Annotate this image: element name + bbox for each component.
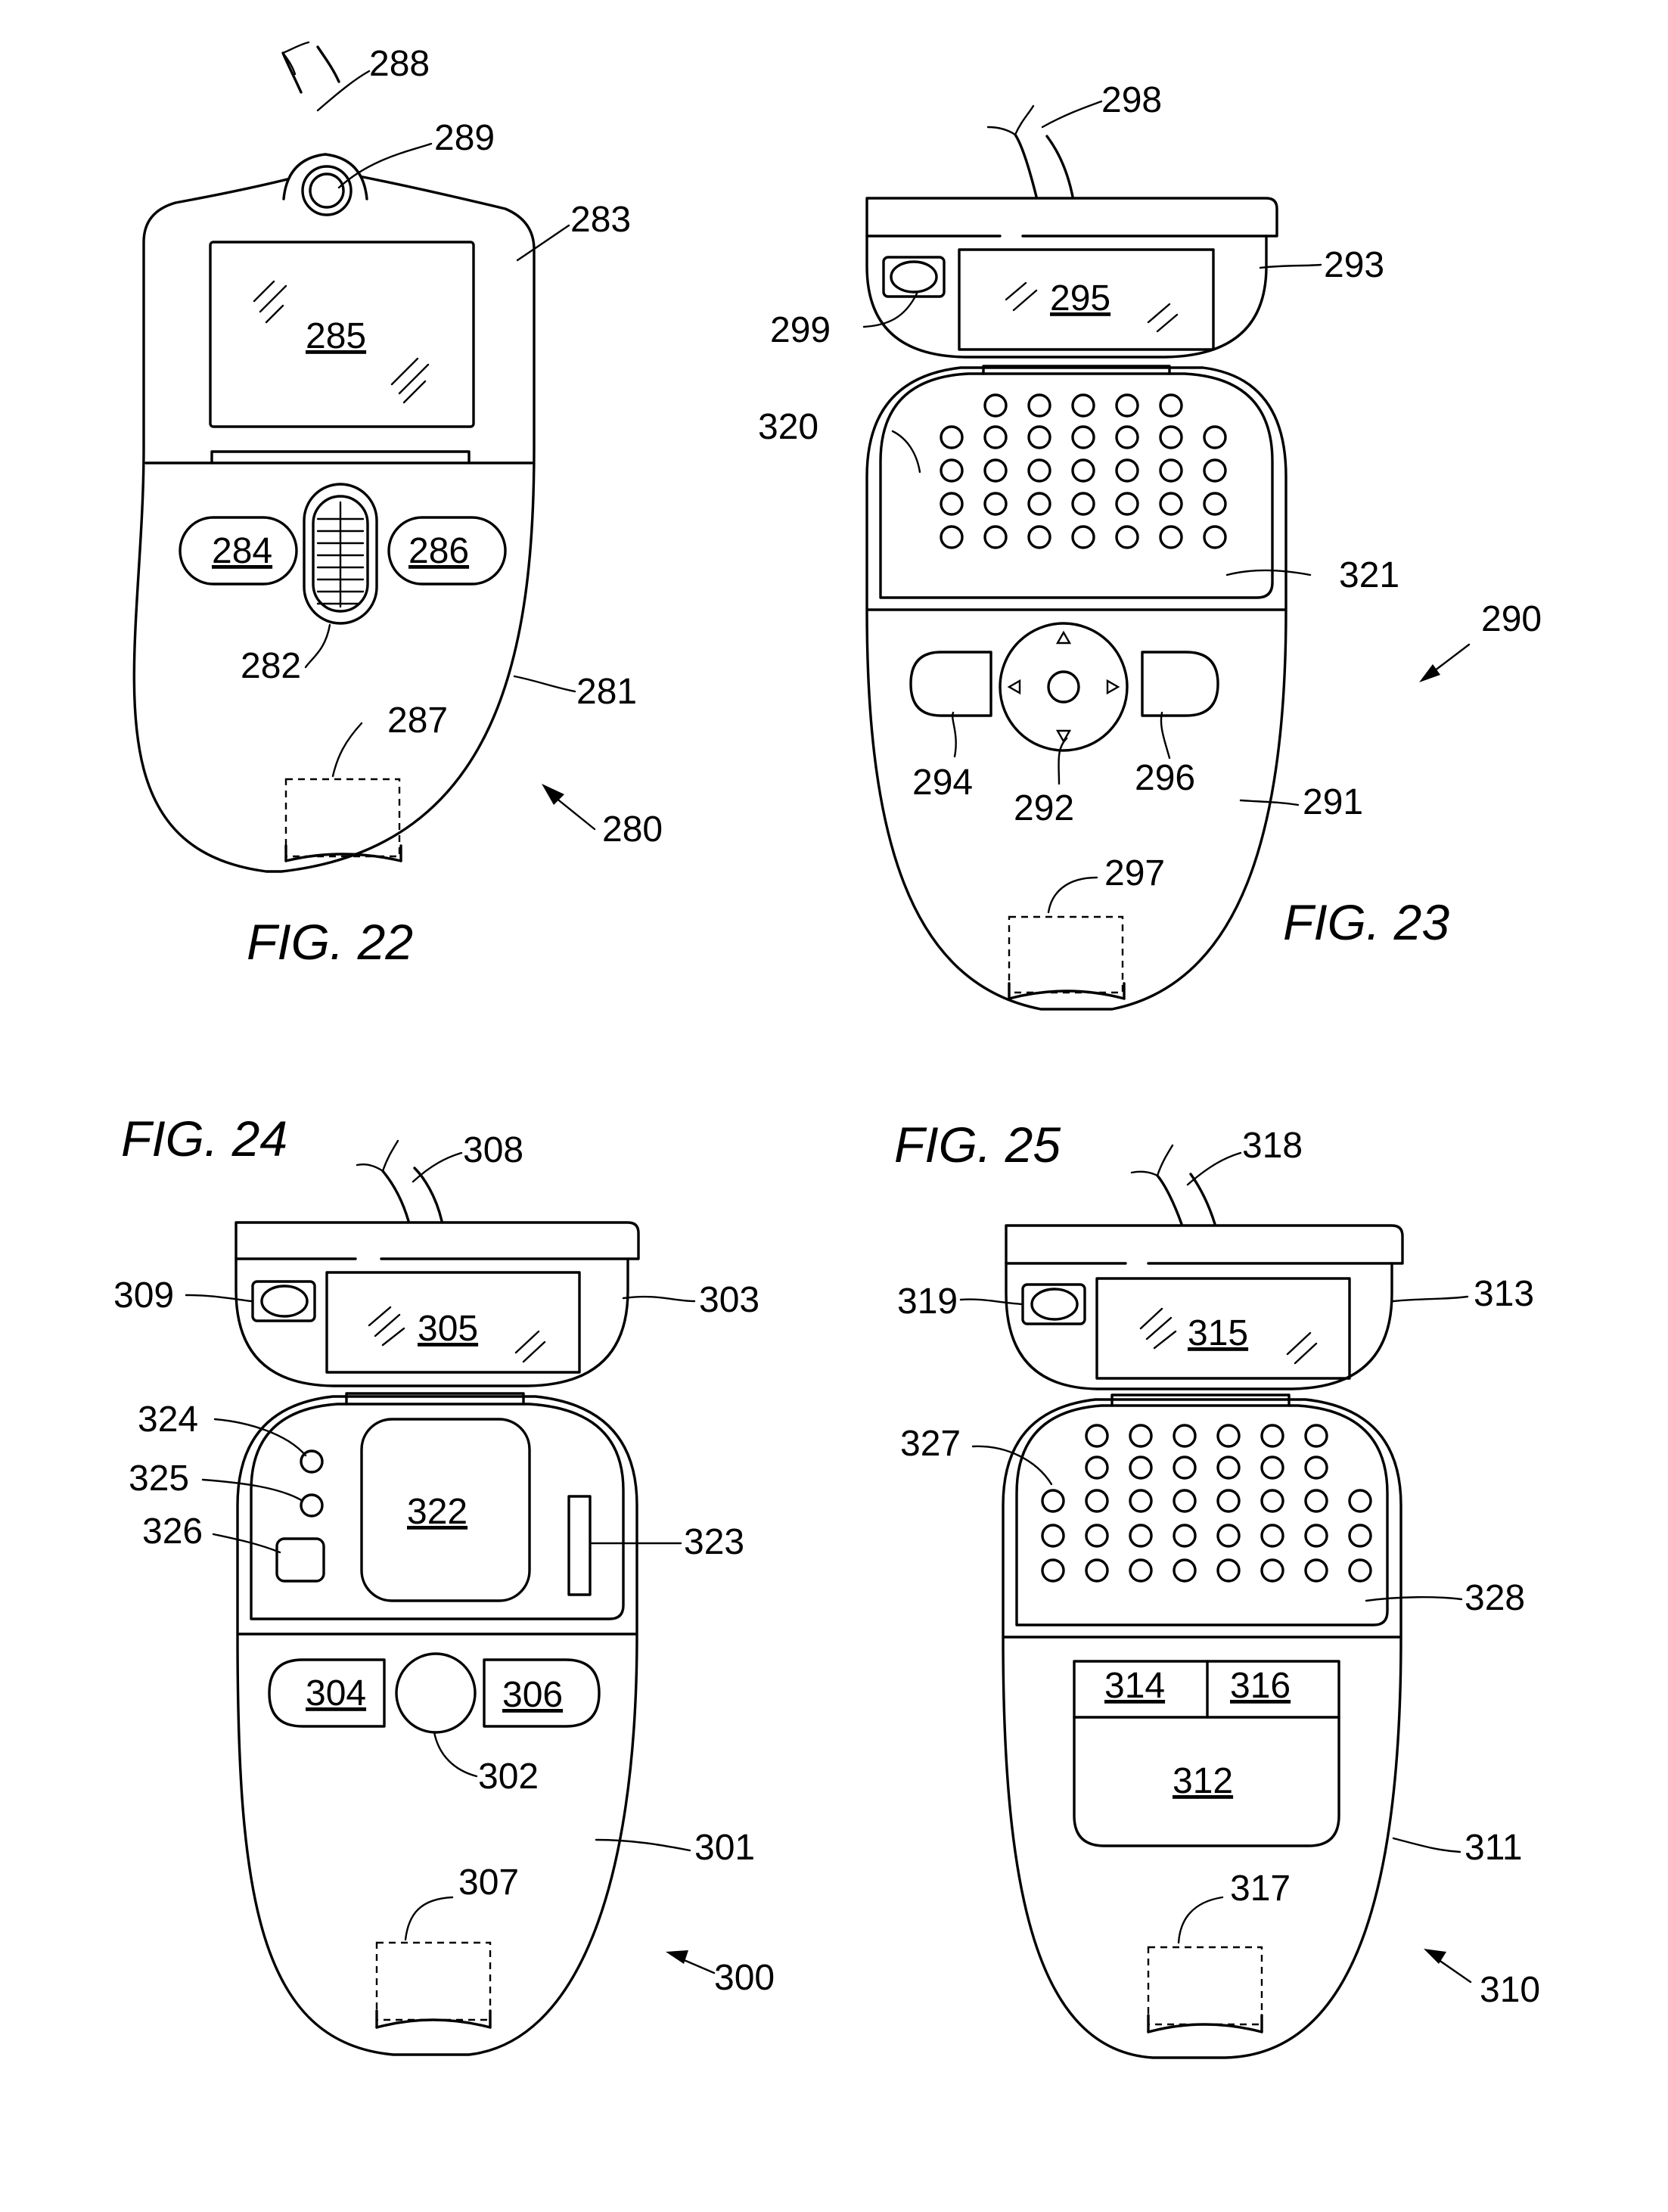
label-316: 316: [1230, 1666, 1291, 1706]
label-282: 282: [241, 646, 301, 686]
label-298: 298: [1101, 80, 1162, 120]
label-322: 322: [407, 1492, 467, 1532]
label-324: 324: [138, 1400, 198, 1440]
label-293: 293: [1324, 245, 1384, 285]
label-309: 309: [113, 1275, 174, 1316]
label-301: 301: [694, 1828, 755, 1868]
label-317: 317: [1230, 1869, 1291, 1909]
label-305: 305: [418, 1309, 478, 1349]
figure-25-title: FIG. 25: [894, 1117, 1061, 1173]
label-285: 285: [306, 316, 366, 356]
label-314: 314: [1104, 1666, 1165, 1706]
label-284: 284: [212, 531, 272, 571]
label-311: 311: [1465, 1828, 1523, 1868]
figure-22-title: FIG. 22: [247, 914, 413, 970]
label-323: 323: [684, 1522, 744, 1562]
label-291: 291: [1303, 782, 1363, 822]
label-292: 292: [1014, 788, 1074, 828]
figure-23: 298 293 295 299 320 321 290 294 292 296 …: [758, 80, 1542, 1009]
label-310: 310: [1480, 1970, 1540, 2010]
label-295: 295: [1050, 278, 1110, 318]
top-unit: [867, 198, 1277, 357]
label-319: 319: [897, 1282, 958, 1322]
label-328: 328: [1465, 1578, 1525, 1618]
label-302: 302: [478, 1757, 539, 1797]
top-unit: [236, 1223, 638, 1386]
top-unit: [1006, 1226, 1402, 1389]
label-313: 313: [1474, 1274, 1534, 1314]
label-289: 289: [434, 118, 495, 158]
label-306: 306: [502, 1675, 563, 1715]
label-320: 320: [758, 407, 818, 447]
label-294: 294: [912, 763, 973, 803]
label-280: 280: [602, 809, 663, 850]
label-286: 286: [408, 531, 469, 571]
label-281: 281: [576, 672, 637, 712]
label-287: 287: [387, 701, 448, 741]
label-315: 315: [1188, 1313, 1248, 1353]
label-290: 290: [1481, 599, 1542, 639]
label-303: 303: [699, 1280, 759, 1320]
figure-24: FIG. 24: [113, 1111, 775, 2055]
label-300: 300: [714, 1958, 775, 1998]
label-312: 312: [1173, 1761, 1233, 1801]
label-296: 296: [1135, 758, 1195, 798]
figure-22: 288 289 283 285 284 286 282 281 287 280 …: [134, 42, 663, 970]
label-283: 283: [570, 200, 631, 240]
label-307: 307: [458, 1862, 519, 1903]
label-308: 308: [463, 1130, 523, 1170]
label-321: 321: [1339, 555, 1399, 595]
label-299: 299: [770, 310, 831, 350]
label-304: 304: [306, 1673, 366, 1713]
label-318: 318: [1242, 1126, 1303, 1166]
label-327: 327: [900, 1424, 961, 1464]
label-325: 325: [129, 1459, 189, 1499]
label-297: 297: [1104, 853, 1165, 893]
figure-25: FIG. 25 3: [894, 1117, 1540, 2058]
label-288: 288: [369, 44, 430, 84]
figure-24-title: FIG. 24: [121, 1111, 287, 1167]
figure-23-title: FIG. 23: [1283, 894, 1449, 950]
label-326: 326: [142, 1511, 203, 1552]
